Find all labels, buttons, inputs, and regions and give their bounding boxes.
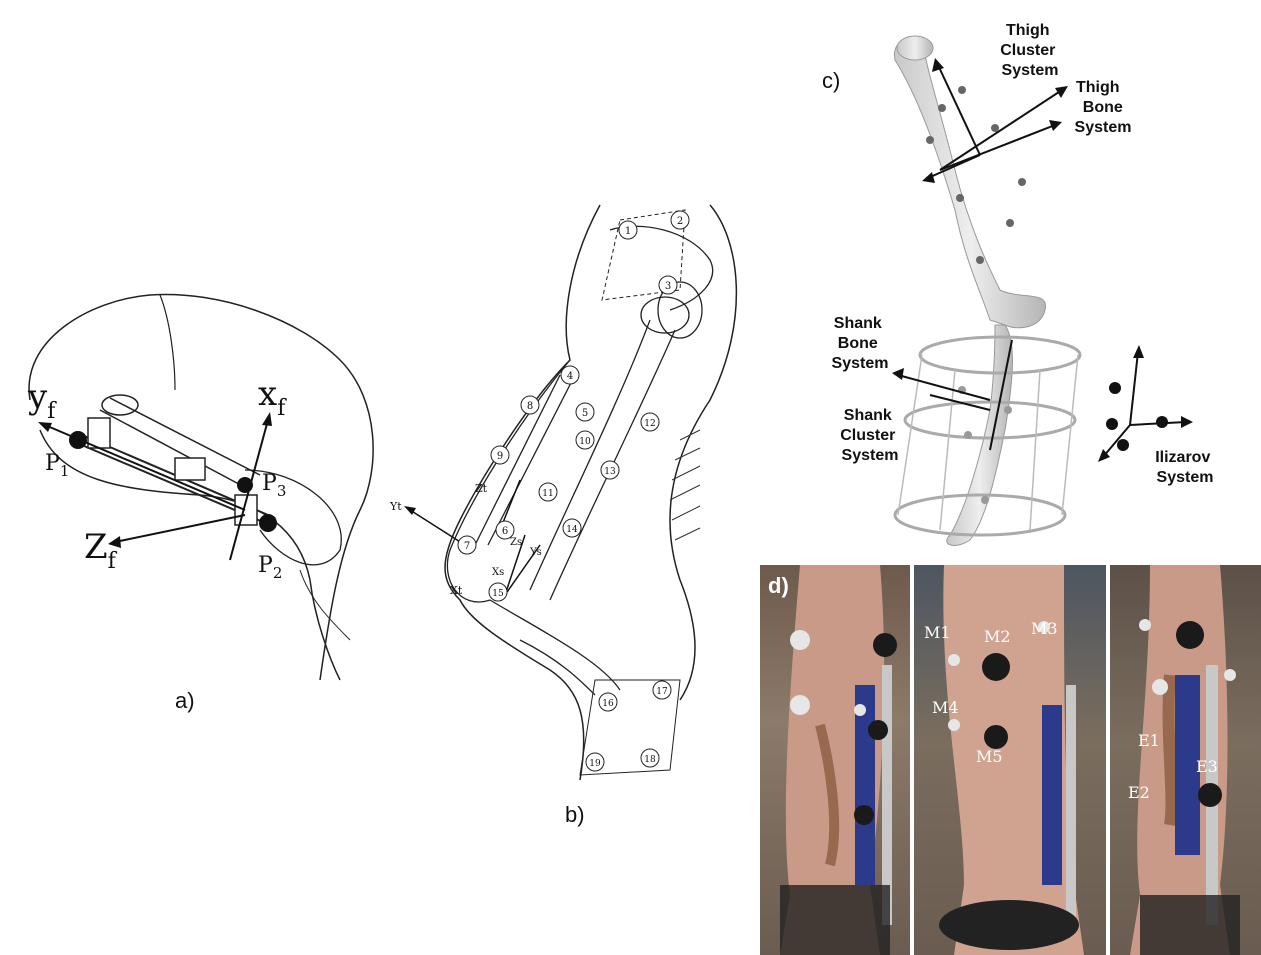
marker-b-18: 18 bbox=[641, 749, 659, 767]
marker-b-11: 11 bbox=[539, 483, 557, 501]
marker-b-13: 13 bbox=[601, 461, 619, 479]
svg-text:9: 9 bbox=[497, 451, 503, 462]
svg-text:11: 11 bbox=[542, 489, 553, 499]
svg-text:17: 17 bbox=[656, 687, 668, 697]
marker-b-10: 10 bbox=[576, 431, 594, 449]
panel-b-drawing: 1 2 3 4 5 6 7 8 9 10 11 12 13 14 15 16 1… bbox=[380, 200, 740, 790]
marker-b-12: 12 bbox=[641, 413, 659, 431]
axis-yf-label: yf bbox=[27, 377, 57, 424]
marker-b-9: 9 bbox=[491, 446, 509, 464]
shank-cluster-system-label: Shank Cluster System bbox=[840, 407, 900, 464]
marker-b-17: 17 bbox=[653, 681, 671, 699]
axis-xf-label: xf bbox=[258, 374, 287, 421]
marker-b-1: 1 bbox=[619, 221, 637, 239]
svg-text:3: 3 bbox=[665, 281, 671, 292]
marker-b-19: 19 bbox=[586, 753, 604, 771]
marker-b-16: 16 bbox=[599, 693, 617, 711]
point-p1-label: P1 bbox=[45, 451, 69, 480]
marker-m5-label: M5 bbox=[976, 747, 1003, 766]
marker-b-2: 2 bbox=[671, 211, 689, 229]
shank-bone-system-label: Shank Bone System bbox=[832, 315, 889, 372]
marker-m4-label: M4 bbox=[932, 698, 959, 717]
marker-e3-label: E3 bbox=[1196, 757, 1218, 776]
svg-text:13: 13 bbox=[604, 467, 616, 477]
svg-text:2: 2 bbox=[677, 216, 683, 227]
point-p3-label: P3 bbox=[262, 471, 286, 500]
marker-e2-label: E2 bbox=[1128, 783, 1150, 802]
panel-c: Thigh Cluster System Thigh Bone System S… bbox=[790, 10, 1261, 555]
marker-m1-label: M1 bbox=[924, 623, 951, 642]
panel-b: 1 2 3 4 5 6 7 8 9 10 11 12 13 14 15 16 1… bbox=[380, 200, 740, 790]
svg-text:7: 7 bbox=[464, 541, 470, 552]
svg-text:1: 1 bbox=[625, 226, 631, 237]
marker-e1-label: E1 bbox=[1138, 731, 1160, 750]
svg-text:16: 16 bbox=[602, 699, 614, 709]
thigh-bone-system-label: Thigh Bone System bbox=[1075, 79, 1132, 136]
marker-b-5: 5 bbox=[576, 403, 594, 421]
svg-text:15: 15 bbox=[492, 589, 504, 599]
marker-b-7: 7 bbox=[458, 536, 476, 554]
panel-d-photo-left: d) bbox=[760, 565, 910, 955]
marker-b-4: 4 bbox=[561, 366, 579, 384]
marker-b-14: 14 bbox=[563, 519, 581, 537]
axis-ys-label: Ys bbox=[529, 547, 542, 558]
panel-d-caption: d) bbox=[768, 573, 789, 599]
point-p2-label: P2 bbox=[258, 553, 282, 582]
ilizarov-system-label: Ilizarov System bbox=[1155, 449, 1215, 486]
marker-p2-dot bbox=[259, 514, 277, 532]
panel-d-photo-middle: M1 M2 M3 M4 M5 bbox=[914, 565, 1106, 955]
svg-text:10: 10 bbox=[579, 437, 591, 447]
svg-text:19: 19 bbox=[589, 759, 601, 769]
svg-text:6: 6 bbox=[502, 526, 508, 537]
svg-text:18: 18 bbox=[644, 755, 656, 765]
panel-a: yf xf Zf P1 P3 P2 bbox=[0, 280, 400, 700]
panel-c-drawing: Thigh Cluster System Thigh Bone System S… bbox=[790, 10, 1261, 555]
svg-text:8: 8 bbox=[527, 401, 533, 412]
svg-text:14: 14 bbox=[566, 525, 578, 535]
axis-zs-label: Zs bbox=[510, 537, 522, 548]
panel-b-caption: b) bbox=[565, 802, 585, 828]
panel-a-drawing: yf xf Zf P1 P3 P2 bbox=[0, 280, 400, 700]
marker-b-3: 3 bbox=[659, 276, 677, 294]
marker-m2-label: M2 bbox=[984, 627, 1011, 646]
axis-yt-label: Yt bbox=[389, 500, 402, 513]
thigh-cluster-system-label: Thigh Cluster System bbox=[1000, 22, 1060, 79]
axis-zf-label: Zf bbox=[84, 527, 118, 574]
svg-text:4: 4 bbox=[567, 371, 573, 382]
svg-text:12: 12 bbox=[644, 419, 655, 429]
axis-xs-label: Xs bbox=[492, 567, 504, 578]
marker-m3-label: M3 bbox=[1031, 619, 1058, 638]
axis-xt-label: Xt bbox=[450, 584, 463, 597]
marker-b-8: 8 bbox=[521, 396, 539, 414]
marker-b-15: 15 bbox=[489, 583, 507, 601]
panel-d-photo-right: E1 E2 E3 bbox=[1110, 565, 1261, 955]
axis-zt-label: Zt bbox=[475, 482, 488, 495]
svg-text:5: 5 bbox=[582, 408, 588, 419]
panel-a-caption: a) bbox=[175, 688, 195, 714]
